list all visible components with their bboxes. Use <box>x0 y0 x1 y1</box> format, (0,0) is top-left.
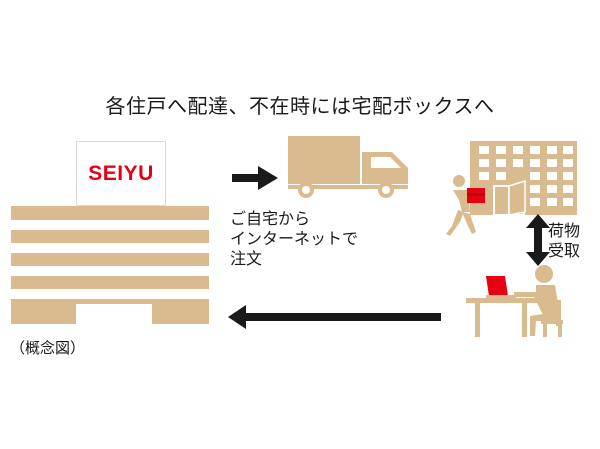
arrow-left-icon <box>228 305 441 329</box>
order-line: インターネットで <box>230 229 359 248</box>
delivery-person-icon <box>446 175 485 236</box>
receive-label: 荷物 受取 <box>548 221 580 261</box>
store-building <box>11 206 209 324</box>
double-arrow-icon <box>526 214 550 266</box>
order-label: ご自宅から インターネットで 注文 <box>230 209 358 269</box>
arrow-right-icon <box>232 166 278 190</box>
receive-line: 受取 <box>548 241 581 260</box>
order-line: 注文 <box>230 249 263 268</box>
store-logo: SEIYU <box>88 161 154 185</box>
receive-line: 荷物 <box>548 221 581 240</box>
headline: 各住戸へ配達、不在時には宅配ボックスへ <box>105 94 495 118</box>
delivery-truck-icon <box>288 136 408 198</box>
caption: （概念図） <box>10 339 86 357</box>
person-at-laptop-icon <box>466 265 563 337</box>
store-sign: SEIYU <box>76 141 166 206</box>
order-line: ご自宅から <box>230 209 311 228</box>
apartment-building-icon <box>470 141 577 216</box>
